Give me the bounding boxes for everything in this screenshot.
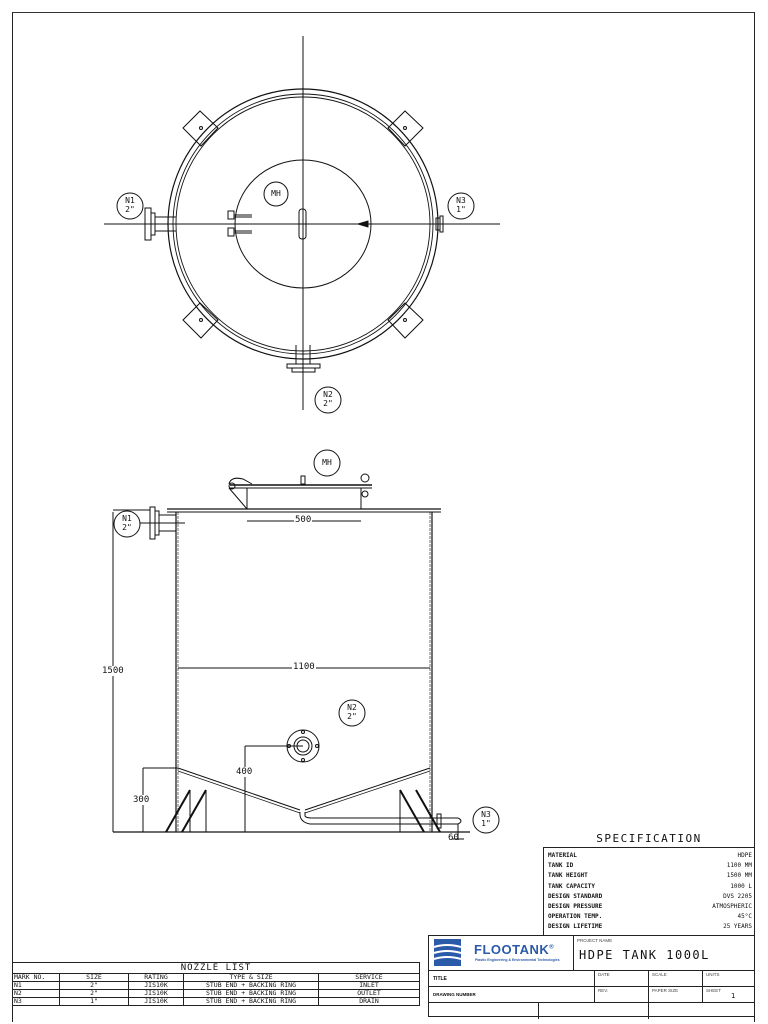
blank-row (429, 1003, 754, 1019)
plan-view (104, 36, 500, 414)
drawing-frame (12, 12, 755, 1022)
table-row: N2 2" JIS10K STUB END + BACKING RING OUT… (12, 989, 420, 998)
nozzle-list-title: NOZZLE LIST (12, 962, 420, 974)
spec-row: OPERATION TEMP.45°C (548, 913, 752, 921)
sheet-number: 1 (731, 992, 736, 1000)
project-name-cell: PROJECT NAME HDPE TANK 1000L (574, 936, 754, 971)
specification-title: SPECIFICATION (596, 832, 702, 845)
drawing-number-row: DRAWING NUMBER REV. PAPER SIZE SHEET 1 (429, 987, 754, 1003)
title-block: FLOOTANK® Plastic Engineering & Environm… (428, 935, 755, 1019)
company-tagline: Plastic Engineering & Environmental Tech… (475, 958, 560, 962)
table-row: N3 1" JIS10K STUB END + BACKING RING DRA… (12, 997, 420, 1006)
title-row: TITLE DATE SCALE UNITS (429, 971, 754, 987)
flootank-logo-mark (433, 939, 462, 966)
support-lug (182, 110, 424, 339)
nozzle-header-row: MARK NO. SIZE RATING TYPE & SIZE SERVICE (12, 973, 420, 982)
elevation-view (112, 449, 500, 840)
company-logo: FLOOTANK® Plastic Engineering & Environm… (429, 936, 574, 971)
project-name: HDPE TANK 1000L (579, 948, 710, 962)
nozzle-list-table: NOZZLE LIST MARK NO. SIZE RATING TYPE & … (12, 962, 420, 1006)
